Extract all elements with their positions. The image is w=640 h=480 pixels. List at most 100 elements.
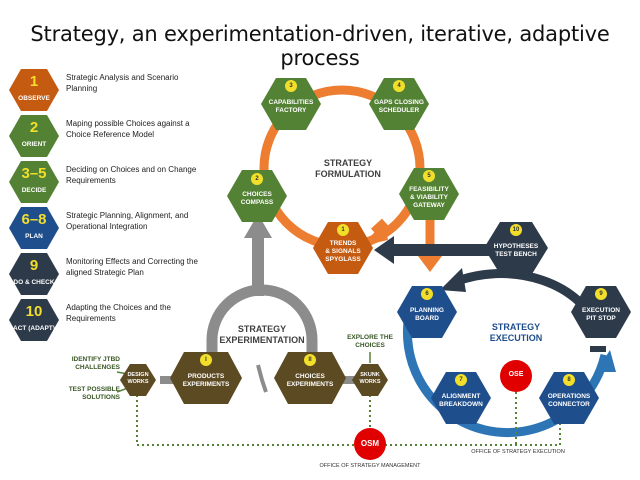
alignment-line2: BREAKDOWN — [439, 401, 483, 408]
osm-label: OSM — [360, 439, 380, 448]
osm-to-execution-link — [385, 415, 561, 446]
planning-board-label: PLANNING BOARD — [395, 307, 459, 323]
alignment-breakdown-hex — [431, 372, 491, 424]
execution-label-line1: STRATEGY — [491, 322, 541, 332]
gaps-badge: 4 — [393, 80, 405, 92]
hypotheses-line1: HYPOTHESES — [493, 243, 539, 250]
legend-phase: DECIDE — [21, 187, 47, 194]
products-line2: EXPERIMENTS — [182, 381, 230, 388]
execution-cycle-arrowhead — [596, 350, 616, 372]
legend-number: 3–5 — [21, 165, 47, 182]
hypotheses-label: HYPOTHESES TEST BENCH — [482, 243, 550, 259]
gaps-closing-scheduler-hex — [369, 78, 429, 130]
operations-label: OPERATIONS CONNECTOR — [537, 393, 601, 409]
legend-phase: OBSERVE — [18, 95, 50, 102]
pit-stop-marker — [590, 346, 606, 352]
hypotheses-test-bench-hex — [484, 222, 548, 274]
legend-description: Strategic Analysis and Scenario Planning — [66, 73, 179, 93]
design-line1: DESIGN — [127, 372, 149, 378]
hypotheses-to-trends-arrowhead — [374, 236, 394, 264]
alignment-badge: 7 — [455, 374, 467, 386]
formulation-label-line2: FORMULATION — [315, 169, 381, 179]
planning-board-hex — [397, 286, 457, 338]
legend-number: 1 — [29, 73, 39, 90]
operations-badge: 8 — [563, 374, 575, 386]
ose-caption: OFFICE OF STRATEGY EXECUTION — [471, 449, 565, 455]
choices-exp-line2: EXPERIMENTS — [286, 381, 334, 388]
legend-hex: 9 DO & CHECK — [8, 252, 60, 296]
skunk-works-label: SKUNK WORKS — [350, 372, 390, 386]
legend-number: 10 — [25, 303, 43, 320]
experimentation-label-line2: EXPERIMENTATION — [219, 335, 305, 345]
feasibility-line2: & VIABILITY — [410, 194, 448, 201]
pitstop-badge: 9 — [595, 288, 607, 300]
experimentation-label: STRATEGY EXPERIMENTATION — [214, 324, 310, 346]
skunk-line1: SKUNK — [360, 372, 380, 378]
experimentation-label-line1: STRATEGY — [237, 324, 287, 334]
gaps-line2: SCHEDULER — [378, 107, 420, 114]
pitstop-line1: EXECUTION — [582, 307, 620, 314]
test-solutions-note: TEST POSSIBLE SOLUTIONS — [58, 386, 120, 402]
capabilities-line1: CAPABILITIES — [268, 99, 314, 106]
alignment-line1: ALIGNMENT — [441, 393, 481, 400]
page-title: Strategy, an experimentation-driven, ite… — [30, 22, 610, 70]
hypotheses-line2: TEST BENCH — [495, 251, 537, 258]
execution-label: STRATEGY EXECUTION — [476, 322, 556, 344]
identify-jtbd-note: IDENTIFY JTBD CHALLENGES — [58, 356, 120, 372]
choices-compass-label: CHOICES COMPASS — [225, 191, 289, 207]
legend-hex: 6–8 PLAN — [8, 206, 60, 250]
osm-caption: OFFICE OF STRATEGY MANAGEMENT — [319, 463, 421, 469]
design-to-osm-link — [136, 395, 355, 446]
skunk-works-hex — [352, 364, 388, 396]
legend-description: Maping possible Choices against a Choice… — [66, 119, 190, 139]
formulation-to-trends-arrowhead — [362, 222, 388, 246]
legend-hex: 2 ORIENT — [8, 114, 60, 158]
formulation-label: STRATEGY FORMULATION — [306, 158, 390, 180]
alignment-label: ALIGNMENT BREAKDOWN — [429, 393, 493, 409]
explore-line2: CHOICES — [355, 342, 385, 349]
ose-label: OSE — [508, 371, 524, 378]
test-line2: SOLUTIONS — [82, 394, 120, 401]
feasibility-label: FEASIBILITY & VIABILITY GATEWAY — [397, 186, 461, 210]
compass-line1: CHOICES — [242, 191, 272, 198]
trends-badge: 1 — [337, 224, 349, 236]
choices-experiments-hex — [274, 352, 346, 404]
feasibility-badge: 5 — [423, 170, 435, 182]
feasibility-line3: GATEWAY — [413, 202, 445, 209]
skunk-line2: WORKS — [359, 379, 381, 385]
adaptation-loop-arrowhead — [440, 268, 466, 292]
design-line2: WORKS — [127, 379, 149, 385]
operations-line1: OPERATIONS — [547, 393, 591, 400]
capabilities-badge: 3 — [285, 80, 297, 92]
legend-number: 9 — [29, 257, 39, 274]
compass-line2: COMPASS — [240, 199, 274, 206]
legend-hex: 3–5 DECIDE — [8, 160, 60, 204]
trends-spyglass-hex — [313, 222, 373, 274]
choices-exp-line1: CHOICES — [295, 373, 325, 380]
legend-description: Adapting the Choices and the Requirement… — [66, 303, 171, 323]
gaps-line1: GAPS CLOSING — [374, 99, 424, 106]
choices-experiments-label: CHOICES EXPERIMENTS — [276, 373, 344, 389]
legend-phase: DO & CHECK — [13, 279, 55, 286]
choices-to-skunk-connector — [340, 376, 360, 384]
experimentation-to-compass-connector — [252, 234, 264, 296]
capabilities-line2: FACTORY — [275, 107, 307, 114]
identify-line2: CHALLENGES — [75, 364, 120, 371]
execution-label-line2: EXECUTION — [489, 333, 543, 343]
hypotheses-to-trends-connector — [392, 244, 492, 256]
pitstop-line2: PIT STOP — [586, 315, 616, 322]
planning-line2: BOARD — [415, 315, 439, 322]
legend-hex: 1 OBSERVE — [8, 68, 60, 112]
products-badge: I — [200, 354, 212, 366]
choices-return-arrow — [256, 364, 268, 393]
experimentation-to-compass-arrowhead — [244, 214, 272, 238]
ose-circle — [500, 360, 532, 392]
legend-hex: 10 ACT (ADAPT) — [8, 298, 60, 342]
choices-compass-hex — [227, 170, 287, 222]
operations-line2: CONNECTOR — [548, 401, 590, 408]
explore-line1: EXPLORE THE — [347, 334, 393, 341]
feasibility-gateway-hex — [399, 168, 459, 220]
trends-line3: SPYGLASS — [325, 256, 361, 263]
legend-description: Deciding on Choices and on Change Requir… — [66, 165, 197, 185]
